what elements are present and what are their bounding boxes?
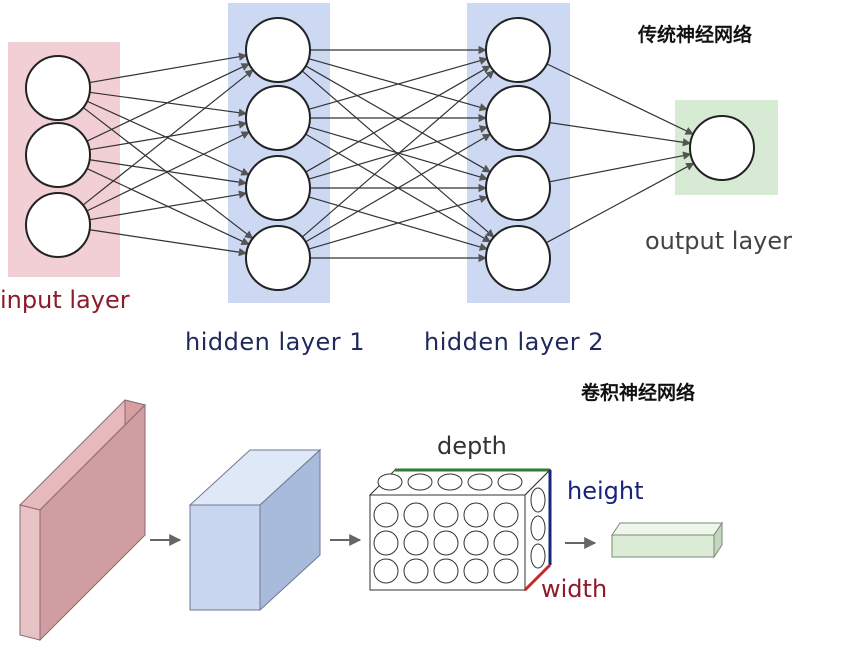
hidden2-node-1: [485, 17, 551, 83]
cnn-neuron-volume: [368, 468, 552, 592]
hidden1-node-3: [245, 155, 311, 221]
connection-2-1-0: [549, 122, 692, 147]
connection-0-0-0: [89, 52, 248, 84]
volume-top-neuron: [467, 473, 493, 491]
hidden-layer-1-label: hidden layer 1: [185, 328, 366, 356]
volume-side-neuron: [530, 515, 546, 541]
hidden2-node-2: [485, 85, 551, 151]
volume-side-neuron: [530, 543, 546, 569]
hidden2-node-4: [485, 225, 551, 291]
cnn-input-slab: [19, 399, 146, 642]
volume-front-neuron: [463, 502, 489, 528]
connection-0-2-1: [86, 131, 250, 212]
connection-0-2-0: [82, 69, 254, 206]
connection-1-1-0: [308, 56, 489, 110]
volume-front-neuron: [493, 558, 519, 584]
volume-side-neuron: [530, 487, 546, 513]
cnn-output-bar: [611, 521, 723, 559]
volume-front-neuron: [463, 530, 489, 556]
connection-1-2-1: [308, 125, 489, 180]
connection-0-2-3: [89, 229, 248, 257]
input-node-2: [25, 122, 91, 188]
volume-front-neuron: [403, 558, 429, 584]
width-edge: [523, 563, 552, 592]
volume-front-neuron: [463, 558, 489, 584]
depth-label: depth: [437, 432, 507, 460]
connection-1-3-0: [301, 70, 495, 238]
connection-0-1-0: [86, 63, 250, 142]
connection-2-3-0: [545, 162, 695, 244]
connection-1-2-0: [305, 65, 491, 173]
input-node-1: [25, 55, 91, 121]
volume-front-neuron: [373, 502, 399, 528]
hidden1-node-4: [245, 225, 311, 291]
height-label: height: [567, 477, 644, 505]
volume-front-neuron: [433, 502, 459, 528]
network-connections: [82, 45, 695, 263]
volume-top-neuron: [377, 473, 403, 491]
volume-top-neuron: [437, 473, 463, 491]
cnn-feature-box: [188, 448, 322, 612]
input-layer-label: input layer: [0, 286, 130, 314]
width-label: width: [541, 575, 608, 603]
volume-front-neuron: [403, 502, 429, 528]
hidden1-node-1: [245, 17, 311, 83]
volume-front-neuron: [493, 530, 519, 556]
volume-top-neuron: [407, 473, 433, 491]
output-layer-label: output layer: [645, 227, 792, 255]
traditional-nn-title: 传统神经网络: [638, 24, 753, 46]
volume-front-neuron: [373, 558, 399, 584]
cnn-title: 卷积神经网络: [581, 382, 696, 404]
connection-2-0-0: [546, 63, 694, 135]
volume-front-neuron: [493, 502, 519, 528]
volume-front-neuron: [433, 530, 459, 556]
connection-2-2-0: [549, 151, 692, 183]
hidden2-node-3: [485, 155, 551, 221]
hidden1-node-2: [245, 85, 311, 151]
connection-0-1-1: [89, 120, 248, 151]
output-node-1: [689, 115, 755, 181]
network-nodes: [25, 17, 755, 291]
volume-top-neuron: [497, 473, 523, 491]
input-node-3: [25, 192, 91, 258]
volume-front-neuron: [403, 530, 429, 556]
hidden-layer-2-label: hidden layer 2: [424, 328, 605, 356]
volume-front-neuron: [433, 558, 459, 584]
connection-1-3-2: [308, 195, 489, 250]
connection-1-3-1: [305, 133, 492, 243]
volume-front-neuron: [373, 530, 399, 556]
connection-0-2-2: [89, 190, 248, 221]
